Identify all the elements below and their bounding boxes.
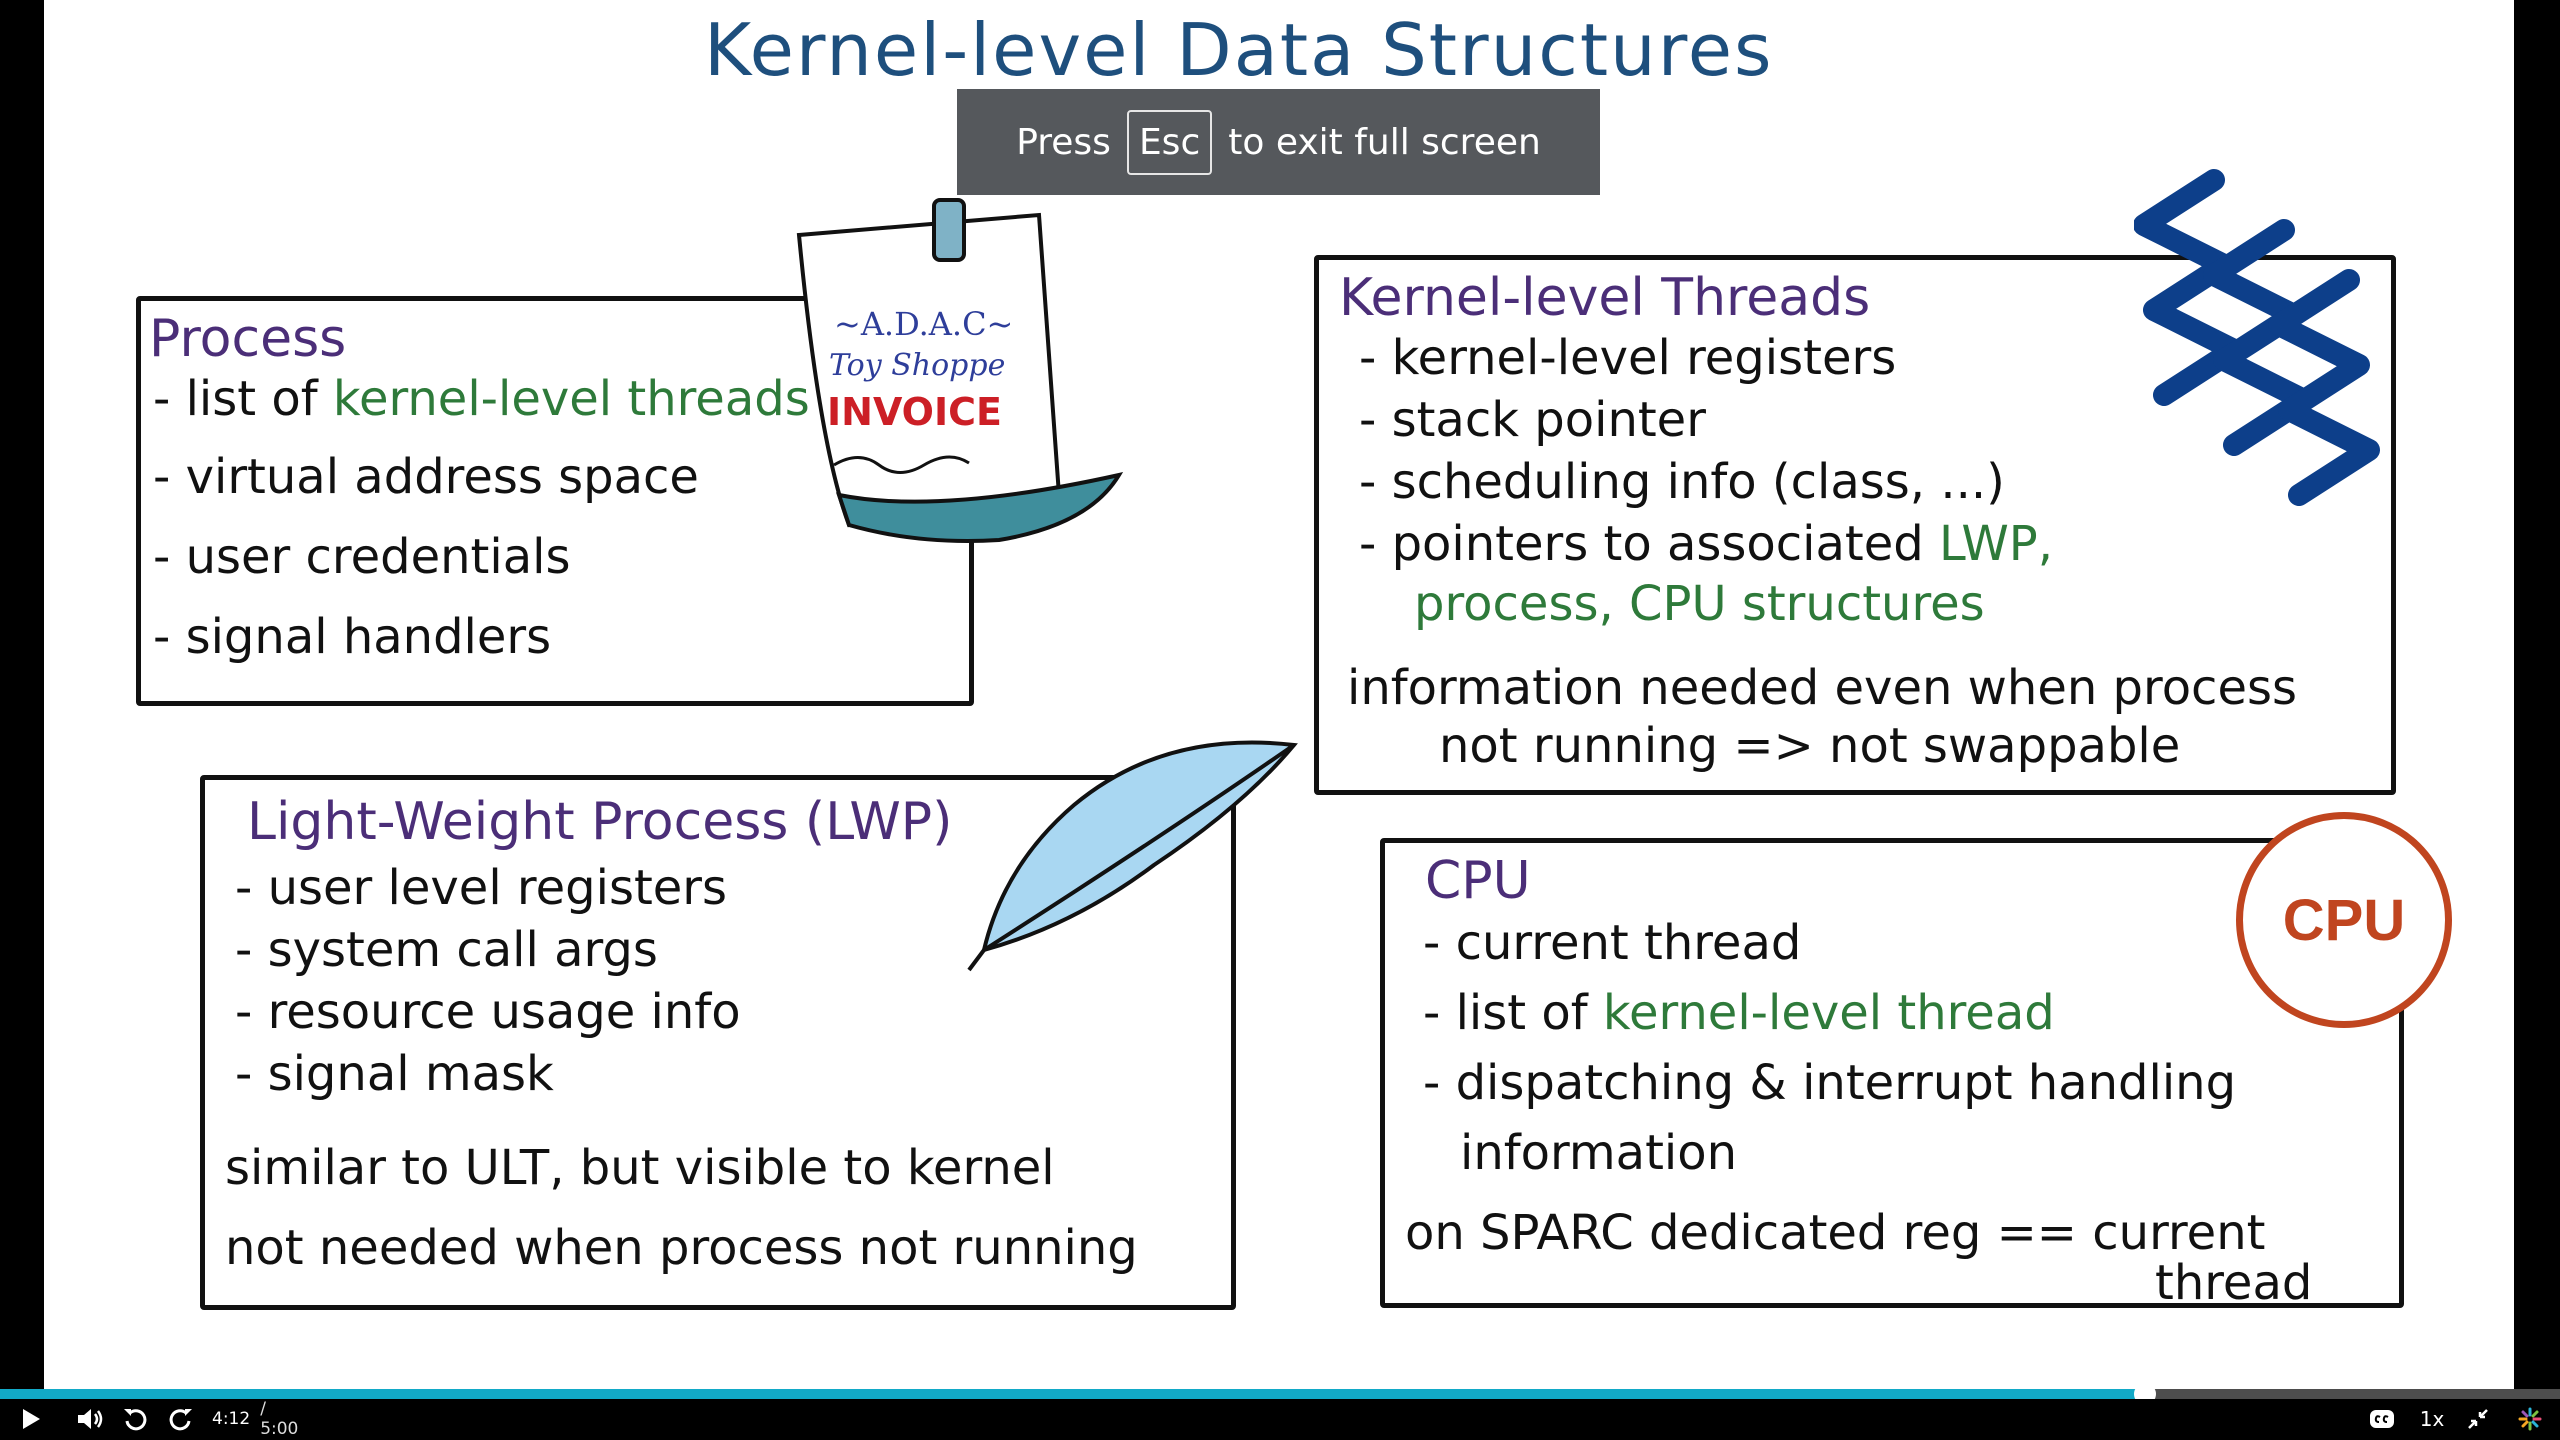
fullscreen-exit-notice: Press Esc to exit full screen: [957, 89, 1600, 195]
klt-line-registers: - kernel-level registers: [1359, 330, 1897, 386]
process-line-threads-prefix: - list of: [153, 371, 333, 427]
exit-fullscreen-button[interactable]: [2460, 1403, 2496, 1435]
volume-icon: [78, 1409, 103, 1429]
lwp-box: Light-Weight Process (LWP) - user level …: [200, 775, 1236, 1310]
cpu-line-thread-list-green: kernel-level thread: [1602, 985, 2055, 1041]
cpu-line-thread-list-prefix: - list of: [1423, 985, 1603, 1041]
cpu-heading: CPU: [1425, 851, 1531, 911]
cpu-note-line1: on SPARC dedicated reg == current: [1405, 1205, 2266, 1261]
process-heading: Process: [149, 309, 347, 369]
invoice-label: INVOICE: [827, 390, 1002, 434]
cpu-note-line2: thread: [2155, 1255, 2313, 1311]
thread-zigzag-icon: [2134, 169, 2380, 506]
lwp-line-syscall-args: - system call args: [235, 922, 658, 978]
video-frame[interactable]: Kernel-level Data Structures Process - l…: [44, 0, 2514, 1392]
lwp-line-registers: - user level registers: [235, 860, 728, 916]
klt-note-line2: not running => not swappable: [1439, 718, 2181, 774]
feather-icon: [967, 740, 1298, 972]
process-line-credentials: - user credentials: [153, 529, 571, 585]
video-controls: 4:12 / 5:00 1x: [0, 1399, 2560, 1440]
klt-line-pointers-lwp: LWP,: [1938, 516, 2053, 572]
klt-line-scheduling: - scheduling info (class, ...): [1359, 454, 2005, 510]
klt-line-stack-pointer: - stack pointer: [1359, 392, 1706, 448]
brand-button[interactable]: [2512, 1403, 2548, 1435]
captions-button[interactable]: [2364, 1403, 2400, 1435]
lwp-line-resource-usage: - resource usage info: [235, 984, 741, 1040]
forward-button[interactable]: [162, 1403, 198, 1435]
seek-bar-progress: [0, 1389, 2146, 1399]
process-line-signal-handlers: - signal handlers: [153, 609, 552, 665]
rewind-button[interactable]: [118, 1403, 154, 1435]
lwp-note-line2: not needed when process not running: [225, 1220, 1138, 1276]
cpu-badge-label: CPU: [2282, 887, 2406, 953]
cpu-box: CPU - current thread - list of kernel-le…: [1380, 838, 2404, 1311]
process-line-threads: - list of kernel-level threads: [153, 371, 810, 427]
klt-line-pointers: - pointers to associated LWP,: [1359, 516, 2053, 572]
klt-note-line1: information needed even when process: [1347, 660, 2297, 716]
fullscreen-notice-exit: to exit full screen: [1228, 121, 1541, 163]
captions-icon: [2370, 1410, 2394, 1428]
lwp-heading: Light-Weight Process (LWP): [247, 792, 953, 852]
klt-line-structures: process, CPU structures: [1414, 576, 1985, 632]
lwp-note-line1: similar to ULT, but visible to kernel: [225, 1140, 1055, 1196]
cpu-line-current-thread: - current thread: [1423, 915, 1802, 971]
volume-button[interactable]: [72, 1403, 108, 1435]
brand-icon: [2518, 1407, 2542, 1431]
playback-speed-button[interactable]: 1x: [2419, 1407, 2445, 1431]
duration: / 5:00: [260, 1399, 299, 1439]
rewind-icon: [124, 1409, 147, 1431]
slide-title: Kernel-level Data Structures: [704, 8, 1774, 92]
play-icon: [23, 1409, 40, 1429]
forward-icon: [169, 1409, 192, 1431]
klt-line-pointers-prefix: - pointers to associated: [1359, 516, 1939, 572]
time-display: 4:12 / 5:00: [212, 1399, 302, 1439]
play-button[interactable]: [14, 1403, 48, 1435]
cpu-line-thread-list: - list of kernel-level thread: [1423, 985, 2055, 1041]
invoice-shop-line1: ~A.D.A.C~: [834, 305, 1013, 343]
process-line-address-space: - virtual address space: [153, 449, 699, 505]
cpu-badge-icon: CPU: [2236, 812, 2452, 1028]
exit-fullscreen-icon: [2468, 1409, 2488, 1429]
kernel-threads-heading: Kernel-level Threads: [1339, 268, 1871, 328]
cpu-line-information: information: [1460, 1125, 1738, 1181]
invoice-shop-line2: Toy Shoppe: [829, 348, 1005, 383]
cpu-line-dispatching: - dispatching & interrupt handling: [1423, 1055, 2237, 1111]
invoice-paper-icon: ~A.D.A.C~ Toy Shoppe INVOICE: [796, 198, 1124, 543]
fullscreen-notice-press: Press: [1016, 121, 1111, 163]
process-line-threads-green: kernel-level threads: [332, 371, 810, 427]
lwp-line-signal-mask: - signal mask: [235, 1046, 554, 1102]
klt-line-structures-process: process,: [1414, 576, 1614, 632]
current-time: 4:12: [212, 1409, 251, 1429]
seek-bar[interactable]: [0, 1383, 2560, 1405]
klt-line-structures-cpu: CPU structures: [1628, 576, 1985, 632]
esc-key-hint: Esc: [1126, 109, 1213, 175]
